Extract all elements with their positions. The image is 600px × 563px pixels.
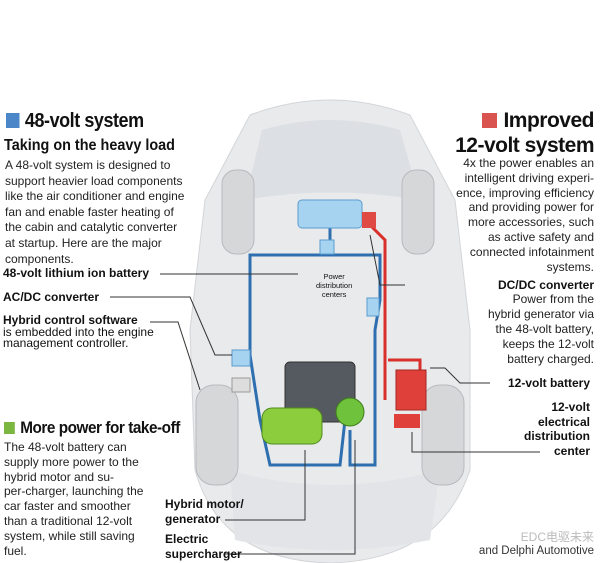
blue-square-icon [6,113,20,128]
wheels [195,169,465,486]
label-dcdc: DC/DC converter [497,278,594,292]
line: as active safety and [487,229,594,244]
line: fan and enable faster heating of [5,204,174,219]
line: the 48-volt battery, [495,322,595,336]
label-12v-battery: 12-volt battery [507,376,590,390]
label-48v-battery: 48-volt lithium ion battery [3,266,150,280]
line: battery charged. [507,352,594,366]
title-text: 48-volt system [24,110,144,132]
title-line-2: 12-volt system [455,134,594,157]
line: generator [165,512,221,526]
watermark: EDC电驱未来 [520,530,594,544]
line: support heavier load components [5,173,183,188]
line: A 48-volt system is designed to [5,158,171,172]
line: and providing power for [468,200,594,215]
takeoff-title: More power for take-off [4,418,180,438]
acdc-converter [231,349,251,367]
control-module [231,377,251,393]
48v-system-title: 48-volt system [6,110,144,133]
wheel-rear-left [195,384,239,486]
12v-battery [395,369,427,411]
line: the cabin and catalytic converter [5,220,178,235]
48v-battery [297,199,363,229]
line: at startup. Here are the major [5,235,162,250]
12v-distribution-center [394,414,420,428]
line: The 48-volt battery can [4,440,127,454]
line: systems. [546,259,594,274]
electric-supercharger [335,397,365,427]
line: distribution [524,429,590,443]
12v-system-title: Improved 12-volt system [455,108,594,158]
line: fuel. [4,543,27,558]
power-distribution-center [319,239,335,255]
line: center [553,443,590,458]
line: supply more power to the [4,454,139,469]
power-distribution-center-2 [366,297,380,317]
green-square-icon [4,422,15,434]
subtitle: Taking on the heavy load [4,137,175,154]
wheel-front-left [221,169,255,255]
hybrid-motor [261,407,323,445]
line: ence, improving efficiency [456,185,594,200]
dcdc-converter [362,212,376,228]
red-square-icon [482,113,498,128]
line: centers [321,290,347,299]
car-body [189,99,471,563]
line: Hybrid motor/ [165,497,244,511]
line: like the air conditioner and engine [5,189,185,204]
line: Power from the [512,292,594,306]
line: is embedded into the engine [3,325,154,339]
credit-line: and Delphi Automotive [478,545,594,557]
line: electrical [537,414,590,429]
line: Electric [165,532,209,546]
label-acdc: AC/DC converter [3,290,100,304]
title-text: Improved [503,109,594,132]
line: more accessories, such [467,215,594,230]
line: supercharger [165,547,242,561]
line: management controller. [3,336,129,350]
label-hybrid-motor: Hybrid motor/generator [165,497,244,527]
title-text: More power for take-off [20,418,180,437]
line: components. [5,251,74,266]
line: keeps the 12-volt [502,337,594,351]
line: 4x the power enables an [463,156,594,170]
title-line-1: Improved [455,108,594,133]
line: system, while still saving [4,528,135,543]
label-software: Hybrid control software [3,313,138,327]
line: connected infotainment [469,244,594,259]
line: intelligent driving experi- [464,170,594,185]
line: hybrid motor and su- [4,469,115,484]
wheel-front-right [401,169,435,255]
line: 12-volt [551,400,590,414]
line: than a traditional 12-volt [4,513,133,528]
line: car faster and smoother [4,499,131,514]
line: hybrid generator via [487,307,594,321]
engine [261,361,365,445]
wheel-rear-right [421,384,465,486]
line: per-charger, launching the [4,484,144,499]
line: Power [323,272,345,281]
line: distribution [316,281,353,290]
leader-lines [110,234,540,555]
